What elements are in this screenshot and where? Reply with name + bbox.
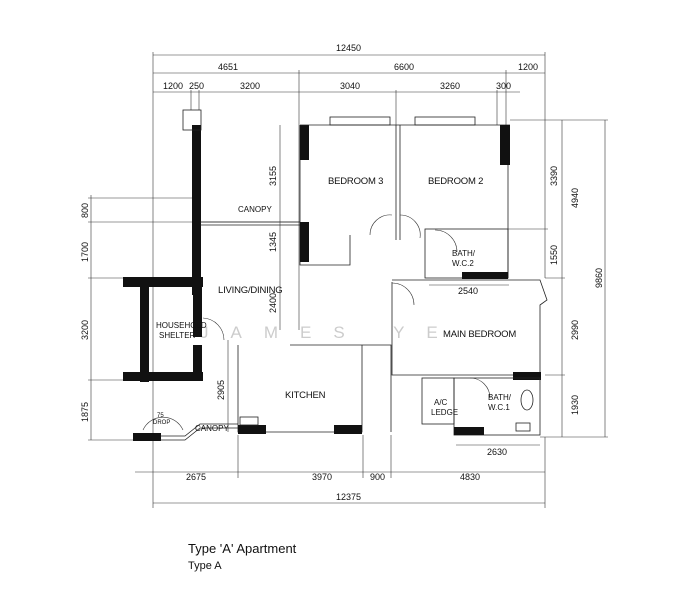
room-bath-wc-1: BATH/ [488, 393, 512, 402]
watermark: JAMES YE [200, 323, 460, 342]
dim-bottom: 900 [370, 472, 385, 482]
walls [123, 109, 548, 441]
dim-left: 1700 [80, 242, 90, 262]
room-ac-ledge: A/C [434, 398, 448, 407]
dim-top: 3260 [440, 81, 460, 91]
plan-subtitle: Type A [188, 560, 222, 572]
drop-label: DROP [153, 420, 170, 426]
room-household-shelter: SHELTER [159, 331, 196, 340]
dim-bottom: 3970 [312, 472, 332, 482]
drop-label: 75 [157, 413, 164, 419]
room-bath-wc-2: BATH/ [452, 249, 476, 258]
dim-interior: 2400 [268, 293, 278, 313]
room-bedroom-2: BEDROOM 2 [428, 176, 483, 187]
dim-top: 3200 [240, 81, 260, 91]
dim-top-total: 12450 [336, 43, 361, 53]
room-household-shelter: HOUSEHOLD [156, 321, 207, 330]
room-main-bedroom: MAIN BEDROOM [443, 329, 516, 340]
interior-dimensions: 3155 1345 2400 2905 2540 2630 [216, 125, 540, 457]
dim-right: 2990 [570, 320, 580, 340]
room-kitchen: KITCHEN [285, 390, 326, 401]
dim-right: 4940 [570, 188, 580, 208]
dim-top: 4651 [218, 62, 238, 72]
dim-interior: 2905 [216, 380, 226, 400]
plan-title: Type 'A' Apartment [188, 541, 297, 556]
dim-interior: 3155 [268, 166, 278, 186]
dim-right: 1930 [570, 395, 580, 415]
dim-right: 3390 [549, 166, 559, 186]
dim-top: 3040 [340, 81, 360, 91]
dim-top: 6600 [394, 62, 414, 72]
dim-left: 3200 [80, 320, 90, 340]
room-bath-wc-1: W.C.1 [488, 403, 510, 412]
dim-left: 800 [80, 203, 90, 218]
dim-interior: 2630 [487, 447, 507, 457]
room-bedroom-3: BEDROOM 3 [328, 176, 383, 187]
dim-top: 250 [189, 81, 204, 91]
canopy-label: CANOPY [238, 205, 272, 214]
dim-top: 300 [496, 81, 511, 91]
dim-interior: 2540 [458, 286, 478, 296]
dim-right: 9860 [594, 268, 604, 288]
canopy-label: CANOPY [195, 424, 229, 433]
dim-bottom: 2675 [186, 472, 206, 482]
room-bath-wc-2: W.C.2 [452, 259, 474, 268]
dim-top: 1200 [518, 62, 538, 72]
top-dimensions: 12450 4651 6600 1200 1200 250 3200 3040 … [152, 43, 546, 445]
right-dimensions: 3390 1550 4940 2990 1930 9860 [508, 119, 608, 438]
dim-bottom-total: 12375 [336, 492, 361, 502]
dim-left: 1875 [80, 402, 90, 422]
room-labels: BEDROOM 3 BEDROOM 2 LIVING/DINING HOUSEH… [153, 176, 517, 433]
dim-right: 1550 [549, 245, 559, 265]
left-dimensions: 800 1700 3200 1875 [80, 195, 300, 441]
dim-bottom: 4830 [460, 472, 480, 482]
bottom-dimensions: 2675 3970 900 4830 12375 [135, 435, 546, 508]
dim-top: 1200 [163, 81, 183, 91]
room-ac-ledge: LEDGE [431, 408, 458, 417]
dim-interior: 1345 [268, 232, 278, 252]
room-living-dining: LIVING/DINING [218, 285, 282, 296]
